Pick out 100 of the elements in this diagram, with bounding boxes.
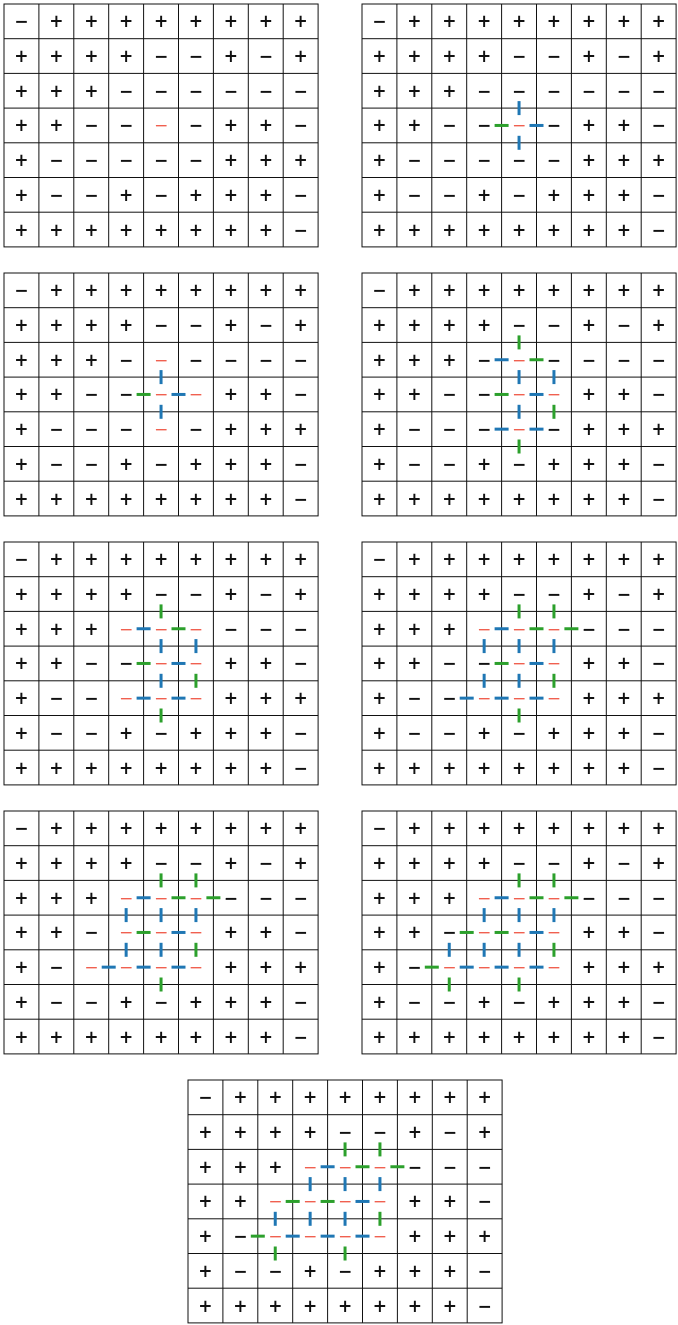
- spin-sign: +: [581, 116, 596, 134]
- spin-sign: +: [442, 759, 457, 777]
- spin-sign: −: [293, 351, 308, 369]
- spin-sign: +: [372, 221, 387, 239]
- spin-sign: +: [84, 1028, 99, 1046]
- spin-sign: +: [372, 116, 387, 134]
- spin-sign: −: [49, 455, 64, 473]
- spin-sign: −: [442, 420, 457, 438]
- spin-sign: +: [49, 221, 64, 239]
- spin-sign: −: [233, 1262, 248, 1280]
- spin-sign: +: [119, 819, 134, 837]
- spin-sign: −: [258, 620, 273, 638]
- spin-sign: +: [616, 993, 631, 1011]
- spin-sign: +: [223, 186, 238, 204]
- spin-sign: +: [442, 47, 457, 65]
- spin-sign: +: [84, 585, 99, 603]
- spin-sign: +: [223, 490, 238, 508]
- spin-sign: +: [442, 1297, 457, 1315]
- spin-sign: −: [651, 490, 666, 508]
- spin-sign: −: [119, 351, 134, 369]
- spin-sign: −: [511, 186, 527, 204]
- spin-sign: +: [442, 316, 457, 334]
- spin-sign: +: [581, 420, 596, 438]
- spin-sign: +: [372, 186, 387, 204]
- spin-sign: +: [546, 490, 562, 508]
- spin-sign: +: [14, 116, 29, 134]
- spin-sign: −: [546, 82, 562, 100]
- spin-sign: +: [258, 281, 273, 299]
- spin-sign: +: [258, 923, 273, 941]
- spin-sign: −: [616, 620, 631, 638]
- spin-sign: +: [546, 724, 562, 742]
- spin-sign: −: [258, 585, 273, 603]
- spin-sign: −: [119, 923, 134, 941]
- spin-sign: −: [477, 689, 492, 707]
- spin-sign: +: [477, 12, 492, 30]
- spin-sign: +: [14, 854, 29, 872]
- spin-sign: −: [153, 958, 169, 976]
- spin-sign: +: [258, 221, 273, 239]
- spin-sign: −: [546, 889, 562, 907]
- spin-sign: +: [233, 1158, 248, 1176]
- spin-sign: −: [477, 923, 492, 941]
- spin-sign: −: [188, 82, 204, 100]
- spin-sign: −: [293, 186, 308, 204]
- spin-sign: +: [223, 385, 238, 403]
- spin-sign: −: [511, 47, 527, 65]
- spin-sign: +: [477, 1088, 492, 1106]
- spin-sign: −: [407, 455, 422, 473]
- spin-sign: +: [442, 1028, 457, 1046]
- spin-sign: −: [337, 1158, 353, 1176]
- spin-sign: +: [442, 819, 457, 837]
- spin-sign: −: [153, 854, 169, 872]
- spin-sign: +: [188, 993, 204, 1011]
- spin-sign: +: [477, 550, 492, 568]
- spin-sign: +: [293, 854, 308, 872]
- spin-sign: +: [84, 351, 99, 369]
- spin-sign: +: [581, 550, 596, 568]
- spin-sign: −: [616, 585, 631, 603]
- spin-sign: +: [407, 316, 422, 334]
- spin-sign: +: [581, 455, 596, 473]
- spin-sign: −: [651, 221, 666, 239]
- spin-sign: +: [372, 724, 387, 742]
- spin-sign: +: [372, 151, 387, 169]
- spin-sign: +: [49, 116, 64, 134]
- spin-sign: +: [407, 385, 422, 403]
- spin-sign: +: [258, 12, 273, 30]
- spin-sign: −: [477, 1158, 492, 1176]
- spin-sign: −: [616, 351, 631, 369]
- spin-sign: +: [14, 759, 29, 777]
- spin-sign: +: [407, 620, 422, 638]
- spin-sign: +: [581, 47, 596, 65]
- spin-sign: −: [188, 316, 204, 334]
- spin-sign: −: [372, 1192, 388, 1210]
- spin-sign: −: [223, 620, 238, 638]
- spin-sign: +: [188, 1028, 204, 1046]
- spin-sign: −: [651, 923, 666, 941]
- spin-sign: +: [581, 12, 596, 30]
- spin-sign: +: [119, 12, 134, 30]
- spin-sign: +: [477, 854, 492, 872]
- spin-sign: +: [49, 654, 64, 672]
- spin-sign: +: [651, 854, 666, 872]
- spin-sign: +: [223, 819, 238, 837]
- spin-sign: +: [407, 759, 422, 777]
- spin-sign: −: [119, 958, 134, 976]
- spin-sign: +: [581, 923, 596, 941]
- spin-sign: +: [258, 1028, 273, 1046]
- spin-sign: +: [233, 1123, 248, 1141]
- spin-sign: +: [49, 550, 64, 568]
- spin-sign: −: [153, 923, 169, 941]
- spin-sign: +: [119, 585, 134, 603]
- spin-sign: +: [442, 585, 457, 603]
- spin-sign: +: [477, 1028, 492, 1046]
- spin-sign: +: [616, 490, 631, 508]
- spin-sign: −: [581, 889, 596, 907]
- spin-sign: +: [153, 221, 169, 239]
- spin-sign: +: [407, 351, 422, 369]
- spin-sign: +: [546, 550, 562, 568]
- spin-sign: −: [49, 689, 64, 707]
- spin-sign: −: [546, 385, 562, 403]
- spin-sign: +: [233, 1088, 248, 1106]
- spin-sign: +: [49, 759, 64, 777]
